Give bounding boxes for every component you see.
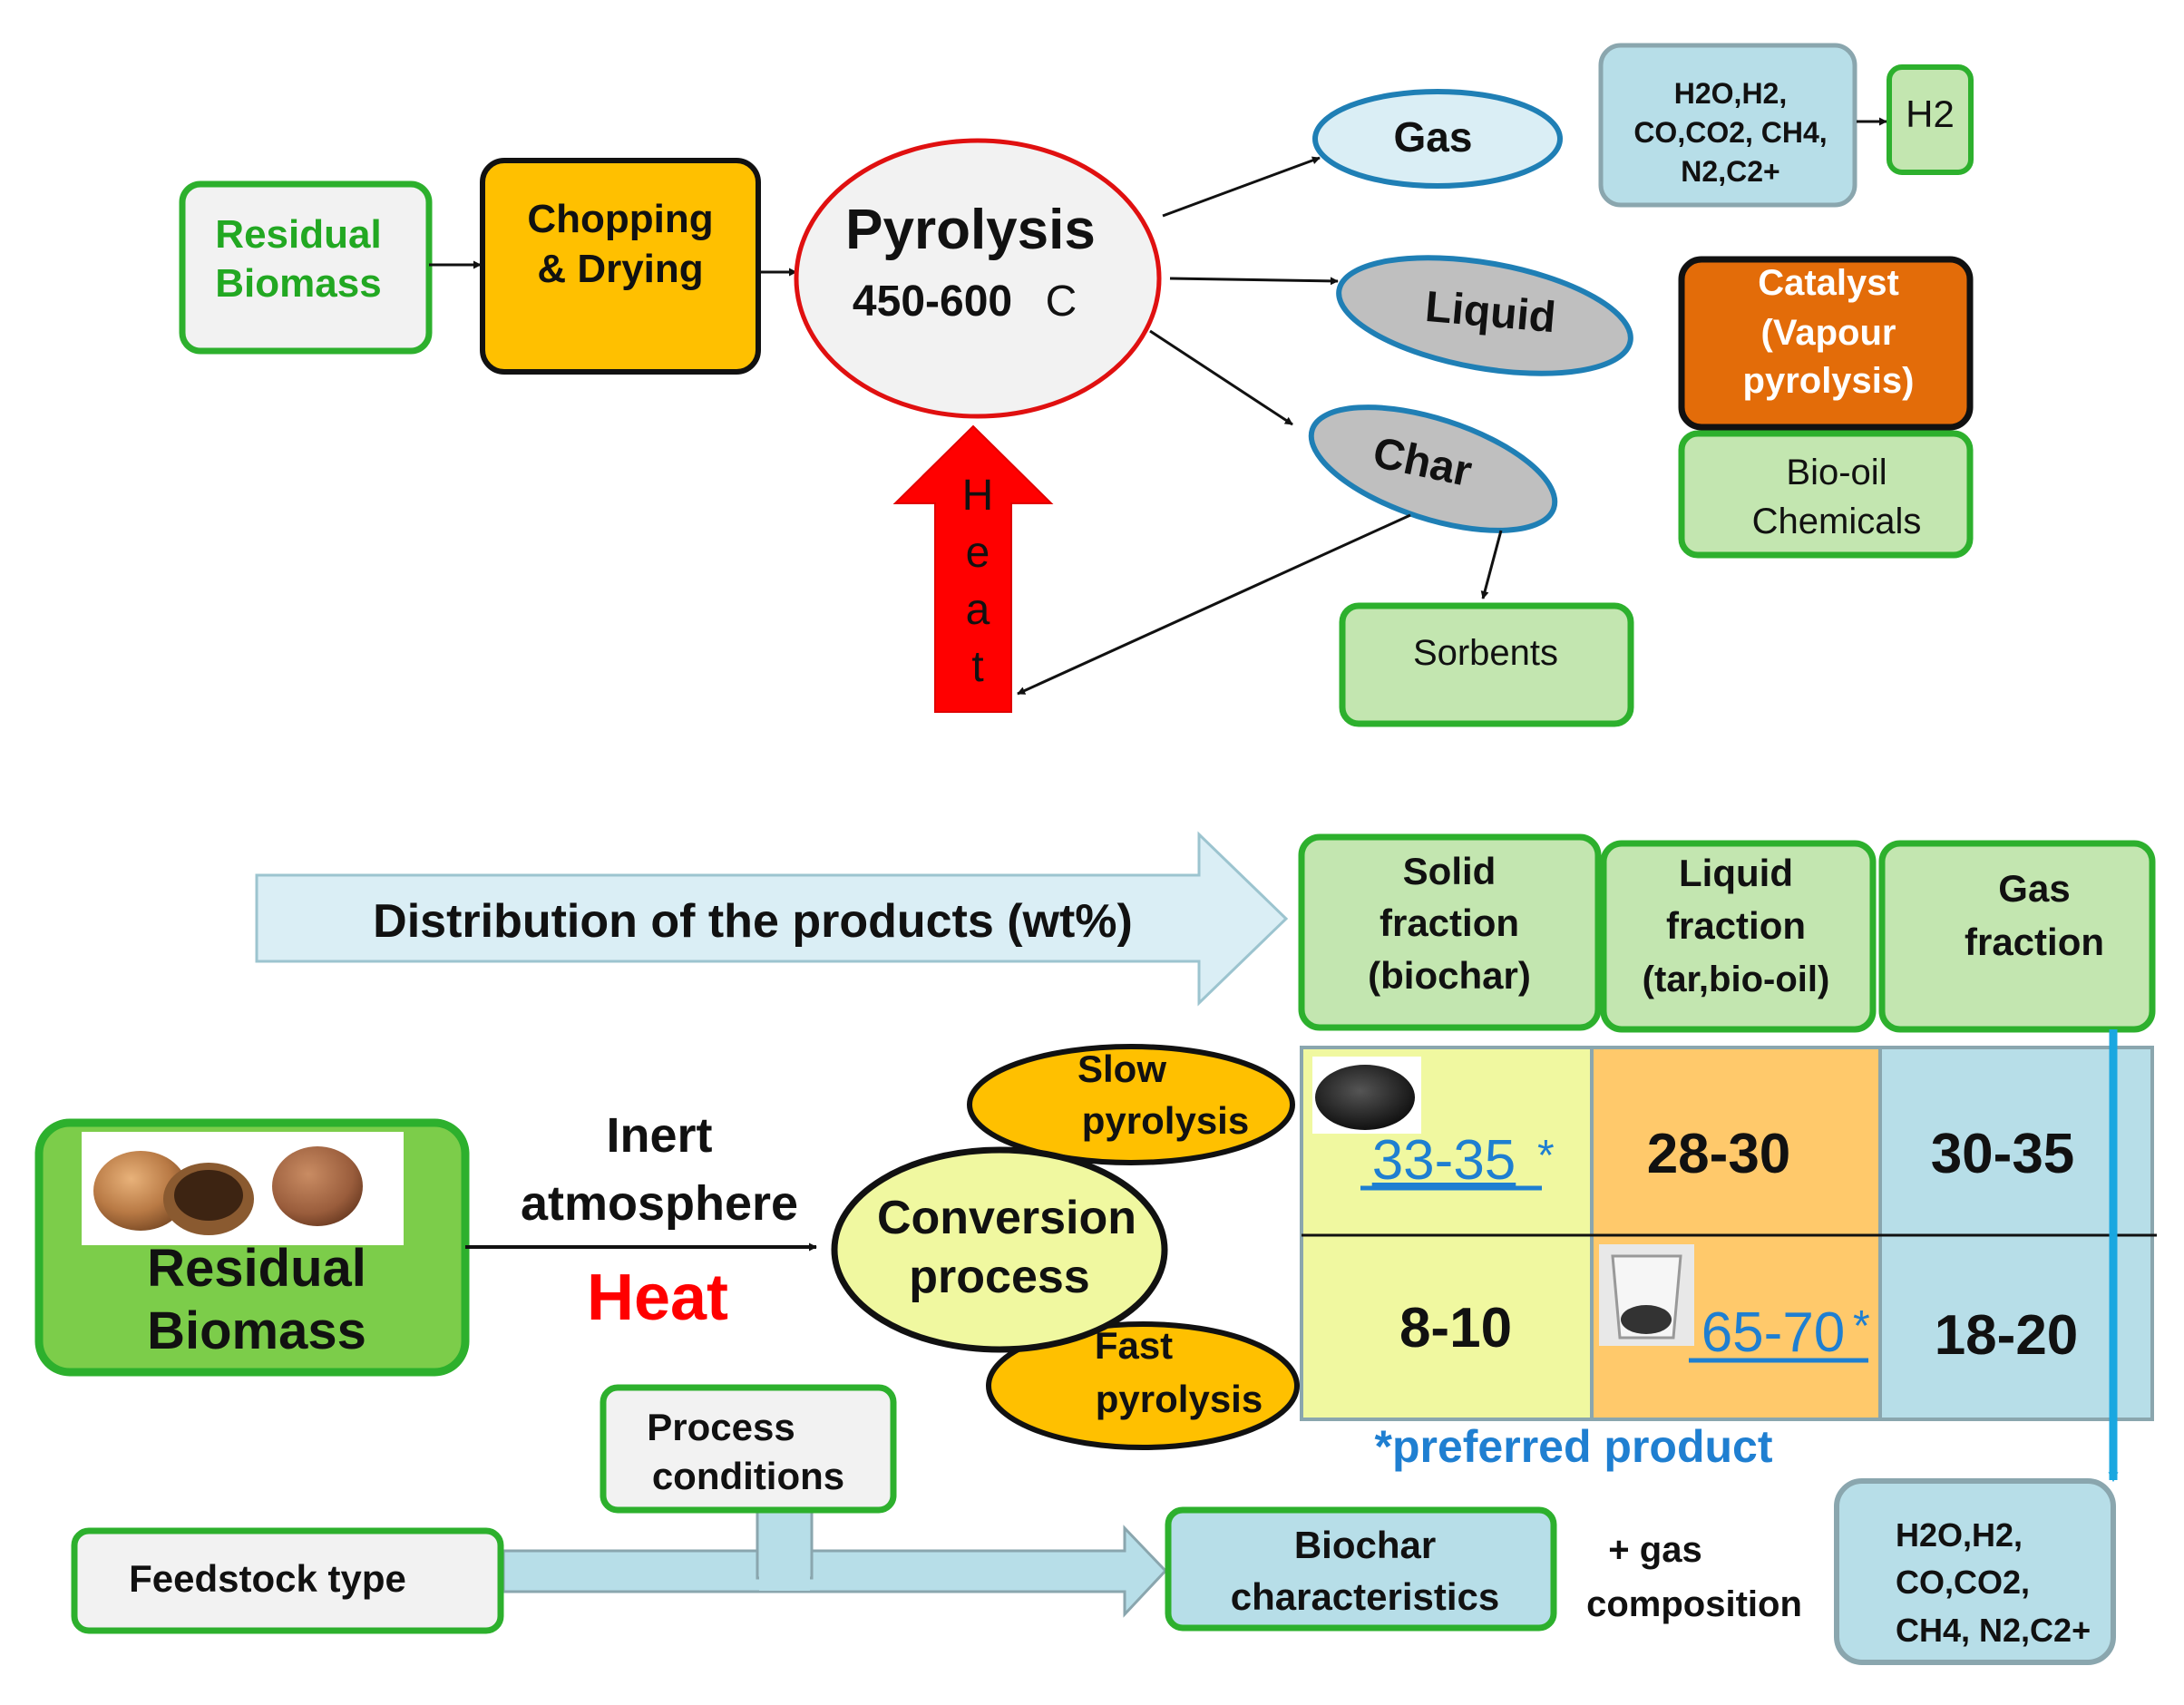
sorbents-box: Sorbents	[1339, 602, 1634, 727]
liquid-header-line3: (tar,bio-oil)	[1643, 960, 1830, 999]
biooil-line1: Bio-oil	[1786, 453, 1887, 492]
solid-fraction-header: Solid fraction (biochar)	[1298, 833, 1602, 1031]
pyrolysis-temp: 450-600	[853, 278, 1012, 326]
gas-comp-bottom-line2: CO,CO2,	[1896, 1564, 2030, 1601]
catalyst-line3: pyrolysis)	[1743, 361, 1915, 401]
slow-line2: pyrolysis	[1082, 1099, 1249, 1142]
liquid-header-line2: fraction	[1666, 904, 1806, 947]
catalyst-line2: (Vapour	[1761, 313, 1896, 353]
process-conditions-line1: Process	[647, 1406, 795, 1448]
residual-biomass-bottom-line1: Residual	[147, 1239, 366, 1298]
arrow-pyrolysis-to-gas	[1162, 156, 1321, 218]
fast-liquid-value: 65-70	[1701, 1301, 1846, 1364]
gas-header-line1: Gas	[1998, 867, 2070, 910]
catalyst-box: Catalyst (Vapour pyrolysis)	[1678, 256, 1974, 431]
gas-ellipse: Gas	[1312, 89, 1563, 189]
liquid-fraction-header: Liquid fraction (tar,bio-oil)	[1600, 840, 1877, 1033]
gas-composition-box-top: H2O,H2, CO,CO2, CH4, N2,C2+	[1598, 43, 1857, 208]
sorbents-label: Sorbents	[1413, 633, 1558, 673]
gas-comp-bottom-line3: CH4, N2,C2+	[1896, 1612, 2091, 1649]
slow-liquid-value: 28-30	[1647, 1123, 1791, 1185]
slow-line1: Slow	[1077, 1047, 1166, 1090]
conversion-line1: Conversion	[877, 1192, 1136, 1244]
inert-line2: atmosphere	[521, 1176, 798, 1231]
fast-line1: Fast	[1095, 1324, 1173, 1367]
residual-biomass-box-bottom: Residual Biomass	[34, 1118, 470, 1377]
heat-letter-h: H	[962, 472, 994, 520]
process-conditions-box: Process conditions	[600, 1384, 897, 1514]
plus-gas-line2: composition	[1586, 1584, 1802, 1624]
pyrolysis-unit: C	[1046, 278, 1077, 326]
process-conditions-line2: conditions	[652, 1455, 844, 1497]
chopping-line1: Chopping	[527, 197, 713, 241]
slow-solid-value: 33-35	[1372, 1129, 1516, 1192]
arrow-pyrolysis-to-liquid	[1169, 277, 1339, 286]
fast-gas-value: 18-20	[1935, 1304, 2079, 1367]
solid-header-line1: Solid	[1403, 850, 1497, 892]
gas-header-line2: fraction	[1965, 921, 2104, 963]
residual-biomass-top-line1: Residual	[215, 212, 381, 257]
liquid-header-line1: Liquid	[1679, 852, 1793, 894]
distribution-label: Distribution of the products (wt%)	[373, 895, 1133, 948]
residual-biomass-bottom-line2: Biomass	[147, 1301, 366, 1360]
heat-letter-e: e	[966, 529, 990, 577]
inert-line1: Inert	[606, 1108, 712, 1163]
biochar-char-line2: characteristics	[1231, 1575, 1500, 1618]
fast-line2: pyrolysis	[1096, 1378, 1263, 1420]
gas-comp-top-line2: CO,CO2, CH4,	[1633, 116, 1827, 149]
biochar-char-line1: Biochar	[1294, 1524, 1436, 1566]
pyrolysis-title: Pyrolysis	[845, 199, 1096, 261]
preferred-product-note: *preferred product	[1375, 1421, 1773, 1472]
fast-liquid-mark: *	[1853, 1302, 1870, 1350]
liquid-ellipse: Liquid	[1336, 255, 1633, 376]
arrow-char-to-heat	[1017, 513, 1411, 696]
slow-pyrolysis-ellipse: Slow pyrolysis	[967, 1044, 1295, 1165]
gas-comp-top-line3: N2,C2+	[1681, 155, 1779, 188]
gas-fraction-header: Gas fraction	[1878, 840, 2156, 1033]
beaker-image	[1599, 1244, 1694, 1346]
biooil-box: Bio-oil Chemicals	[1678, 430, 1974, 559]
fast-pyrolysis-ellipse: Fast pyrolysis	[986, 1321, 1300, 1450]
catalyst-line1: Catalyst	[1758, 263, 1899, 303]
char-ellipse: Char	[1308, 404, 1558, 533]
biooil-line2: Chemicals	[1752, 502, 1922, 541]
h2-box: H2	[1887, 64, 1974, 175]
chopping-drying-box: Chopping & Drying	[480, 158, 761, 375]
heat-letter-t: t	[971, 643, 983, 691]
gas-comp-top-line1: H2O,H2,	[1674, 77, 1787, 110]
heat-arrow-top: H e a t	[892, 424, 1054, 713]
gas-composition-box-bottom: H2O,H2, CO,CO2, CH4, N2,C2+	[1834, 1478, 2116, 1665]
walnut-image	[93, 1146, 363, 1235]
feedstock-connector	[502, 1508, 1168, 1618]
solid-header-line3: (biochar)	[1368, 954, 1531, 997]
arrow-pyrolysis-to-char	[1149, 329, 1293, 426]
feedstock-type-box: Feedstock type	[71, 1527, 504, 1634]
residual-biomass-box-top: Residual Biomass	[179, 180, 433, 355]
slow-solid-mark: *	[1537, 1132, 1555, 1180]
biochar-characteristics-box: Biochar characteristics	[1165, 1506, 1557, 1632]
solid-header-line2: fraction	[1380, 901, 1519, 944]
residual-biomass-top-line2: Biomass	[215, 261, 381, 306]
h2-label: H2	[1906, 93, 1955, 135]
pyrolysis-circle: Pyrolysis 450-600 C	[794, 138, 1162, 419]
plus-gas-line1: + gas	[1608, 1530, 1701, 1570]
cell-slow-solid: 33-35 *	[1360, 1129, 1555, 1192]
feedstock-label: Feedstock type	[129, 1557, 406, 1600]
conversion-line2: process	[909, 1251, 1089, 1303]
slow-gas-value: 30-35	[1931, 1123, 2075, 1185]
heat-label-bottom: Heat	[587, 1262, 728, 1334]
biochar-image	[1312, 1057, 1421, 1134]
gas-label: Gas	[1394, 113, 1473, 161]
chopping-line2: & Drying	[537, 247, 703, 291]
cell-fast-liquid: 65-70 *	[1689, 1301, 1870, 1364]
liquid-label: Liquid	[1423, 283, 1557, 342]
distribution-arrow: Distribution of the products (wt%)	[255, 831, 1289, 1007]
fast-solid-value: 8-10	[1399, 1297, 1512, 1359]
gas-comp-bottom-line1: H2O,H2,	[1896, 1516, 2023, 1554]
arrow-char-to-sorbents	[1480, 530, 1503, 599]
heat-letter-a: a	[966, 586, 990, 634]
conversion-process-ellipse: Conversion process	[831, 1146, 1168, 1353]
